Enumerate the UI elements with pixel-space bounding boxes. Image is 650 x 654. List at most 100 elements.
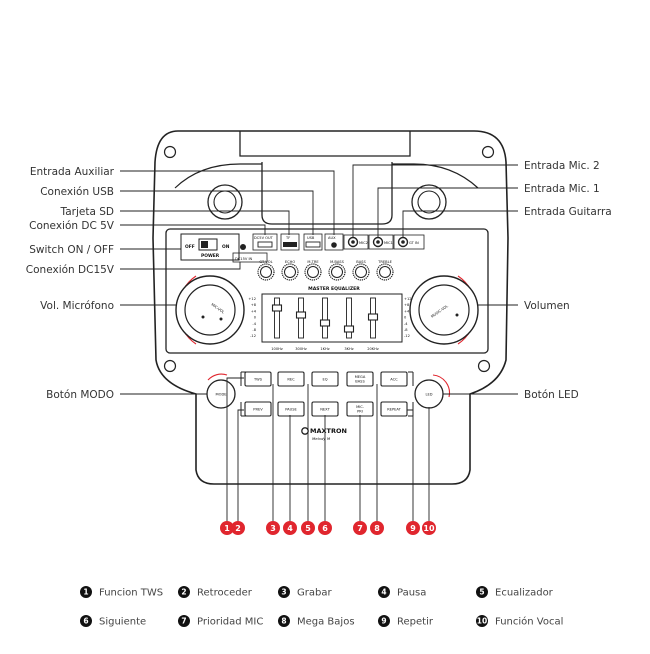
knob-m-tre[interactable]: M.TRE [304,260,322,281]
marker-number: 4 [287,524,293,533]
guitar-jack-core [401,240,405,244]
marker-7: 7 [353,521,367,535]
mode-button[interactable]: MODE [206,373,236,409]
legend-number: 1 [83,588,88,597]
acc-button[interactable]: ACC [380,371,408,387]
prev-button[interactable]: PREV [244,401,272,417]
eq-slider-300hz[interactable] [295,297,307,339]
knob-treble[interactable]: TREBLE [376,260,394,281]
aux-jack[interactable] [331,242,337,248]
pause-button[interactable]: PAUSE [277,401,305,417]
eq-slider-track [274,297,280,339]
callout-mic1: Entrada Mic. 1 [524,183,600,195]
marker-9: 9 [406,521,420,535]
button-label: EQ [322,378,327,382]
power-switch-frame [180,233,240,261]
eq-scale-tick: +12 [404,297,412,301]
button-label: ACC [390,378,398,382]
eq-scale-tick: -8 [252,328,256,332]
legend-number-badge [278,586,290,598]
legend-number-badge [278,615,290,627]
marker-circle [406,521,420,535]
legend-text: Repetir [397,617,434,628]
button-face [277,401,305,417]
eq-freq-label: 1KHz [320,347,329,351]
legend-number-badge [378,615,390,627]
marker-number: 8 [374,524,380,533]
marker-number: 5 [305,524,311,533]
rec-button[interactable]: REC [277,371,305,387]
callout-volume: Volumen [524,300,570,312]
button-label: REC [287,378,295,382]
dc15v-label: DC15V IN [235,257,253,261]
tws-button[interactable]: TWS [244,371,272,387]
button-label: BASS [355,380,365,384]
knob-echo[interactable]: ECHO [281,260,299,281]
eq-slider-handle[interactable] [367,313,379,321]
eq-scale-tick: -4 [252,322,256,326]
button-face [380,401,408,417]
legend-text: Pausa [397,588,426,599]
knob-m-bass[interactable]: M.BASS [328,260,346,281]
next-button[interactable]: NEXT [311,401,339,417]
legend-text: Siguiente [99,617,146,628]
music-volume-dial[interactable]: MUSIC-VOL [409,275,479,345]
button-face [277,371,305,387]
marker-number: 3 [270,524,276,533]
knob-cap [379,266,391,278]
mic1-frame [368,234,394,250]
marker-circle [353,521,367,535]
eq-slider-3khz[interactable] [343,297,355,339]
eq-button[interactable]: EQ [311,371,339,387]
eq-slider-1khz[interactable] [319,297,331,339]
eq-slider-handle[interactable] [343,325,355,333]
legend-number-badge [476,615,488,627]
knob-gt-vol[interactable]: GT VOL [257,260,275,281]
eq-slider-handle[interactable] [319,319,331,327]
eq-scale-tick: +4 [404,309,410,313]
mic-volume-dial[interactable]: MIC-VOL [175,275,245,345]
eq-freq-label: 20KHz [367,347,379,351]
callout-guitar: Entrada Guitarra [524,206,612,218]
mic-pri-button[interactable]: MIC.PRI [346,401,374,417]
knob-cap [355,266,367,278]
marker-4: 4 [283,521,297,535]
led-button[interactable]: LED [414,374,451,409]
legend-number: 7 [181,617,186,626]
legend-text: Prioridad MIC [197,617,263,628]
dc5v-port[interactable] [257,241,273,248]
eq-frame [261,293,403,343]
eq-freq-label: 100Hz [271,347,283,351]
eq-slider-handle[interactable] [295,311,307,319]
callout-dc5v: Conexión DC 5V [29,220,115,232]
switch-on-label: ON [222,244,230,250]
knob-bass[interactable]: BASS [352,260,370,281]
marker-1: 1 [220,521,234,535]
callout-usb: Conexión USB [40,186,114,198]
dc15v-port[interactable] [240,244,246,250]
usb-port[interactable] [305,241,321,248]
mic2-label: MIC2 [359,241,368,245]
eq-slider-100hz[interactable] [271,297,283,339]
marker-5: 5 [301,521,315,535]
eq-scale-tick: +12 [248,297,256,301]
eq-slider-handle[interactable] [271,304,283,312]
dc5v-label: DC5V OUT [254,236,274,240]
knob-label: TREBLE [377,260,392,264]
brand-block: MAXTRON Melody M [301,427,347,441]
knob-label: M.BASS [330,260,344,264]
eq-scale-tick: 0 [404,316,407,320]
repeat-button[interactable]: REPEAT [380,401,408,417]
marker-circle [266,521,280,535]
sd-card-slot[interactable] [283,242,297,247]
eq-slider-20khz[interactable] [367,297,379,339]
marker-3: 3 [266,521,280,535]
